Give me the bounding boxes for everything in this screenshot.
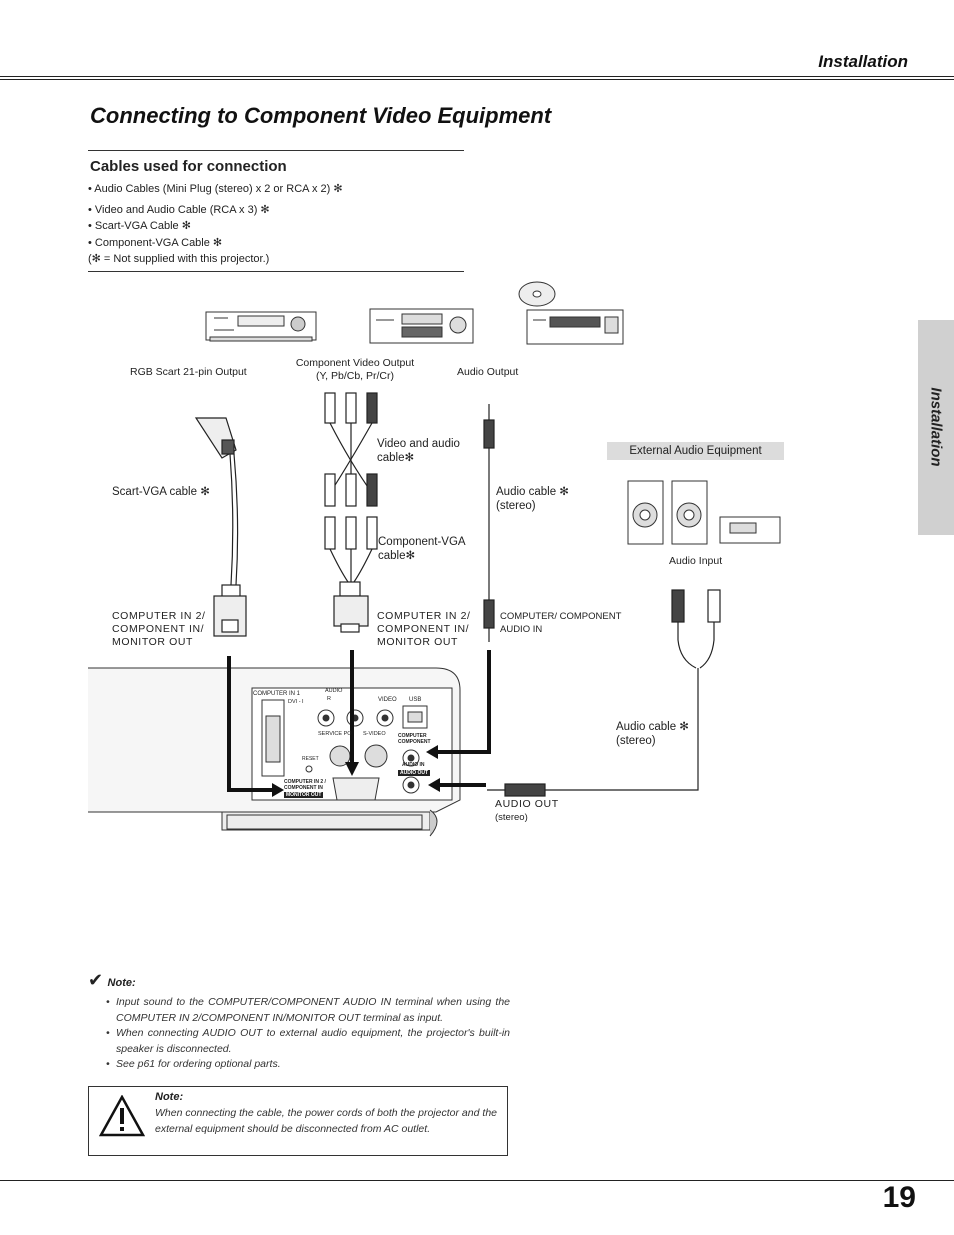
label-computer-in2-middle: COMPUTER IN 2/ COMPONENT IN/ MONITOR OUT [377, 610, 471, 649]
cable-footnote: (✻ = Not supplied with this projector.) [88, 253, 270, 265]
audio-player-illustration [518, 281, 624, 345]
connection-arrows [227, 650, 491, 792]
label-port-line: COMPUTER IN 2/ [112, 610, 206, 622]
note-header: ✔ Note: [88, 970, 510, 991]
warning-text: When connecting the cable, the power cor… [155, 1107, 497, 1135]
cables-box: Cables used for connection • Audio Cable… [88, 150, 464, 272]
panel-label-video: VIDEO [378, 697, 397, 703]
cable-item: • Scart-VGA Cable ✻ [88, 220, 191, 232]
panel-label-dvi: DVI - I [288, 699, 304, 705]
speaker-illustration [627, 480, 781, 545]
label-audio-cable-out: Audio cable ✻ (stereo) [616, 720, 689, 748]
section-title: Installation [818, 52, 908, 71]
cable-item: • Video and Audio Cable (RCA x 3) ✻ [88, 203, 270, 216]
panel-label-audio: AUDIO [325, 688, 343, 694]
panel-label-component: COMPONENT [398, 739, 431, 745]
label-audio-output: Audio Output [457, 366, 519, 378]
rca-audio-cable-illustration [487, 589, 721, 797]
label-video-audio-cable-line1: Video and audio [377, 438, 460, 450]
label-audio-cable-stereo: Audio cable ✻ (stereo) [496, 485, 569, 513]
audio-cable-illustration [483, 404, 495, 642]
external-audio-equipment-label: External Audio Equipment [607, 442, 784, 460]
page-title: Connecting to Component Video Equipment [90, 103, 552, 128]
label-audio-out-line2: (stereo) [495, 812, 528, 823]
label-component-output-line1: Component Video Output [295, 357, 415, 369]
label-video-audio-cable: Video and audio cable✻ [377, 437, 460, 465]
label-component-output-line2: (Y, Pb/Cb, Pr/Cr) [316, 370, 394, 382]
panel-label-computer-in1: COMPUTER IN 1 [253, 691, 301, 697]
label-computer-in2-left: COMPUTER IN 2/ COMPONENT IN/ MONITOR OUT [112, 610, 206, 649]
warning-icon [99, 1095, 145, 1137]
label-audio-cable-line1: Audio cable ✻ [496, 486, 569, 498]
page-number: 19 [882, 1181, 916, 1214]
label-audio-cable-out-line2: (stereo) [616, 735, 656, 747]
panel-label-monitor-out: MONITOR OUT [284, 792, 324, 798]
panel-label-s-video: S-VIDEO [363, 731, 386, 737]
panel-label-component-in: COMPONENT IN [284, 785, 323, 791]
note-item: See p61 for ordering optional parts. [88, 1057, 510, 1073]
panel-label-audio-in: AUDIO IN [402, 762, 425, 768]
label-audio-out-line1: AUDIO OUT [495, 798, 559, 810]
panel-label-audio-r: R [327, 696, 331, 702]
note-heading: Note: [107, 977, 136, 989]
panel-label-computer: COMPUTER [398, 733, 427, 739]
label-component-output: Component Video Output (Y, Pb/Cb, Pr/Cr) [292, 357, 418, 383]
label-component-vga-cable-line2: cable✻ [378, 550, 416, 562]
label-port-line: COMPONENT IN/ [112, 623, 205, 635]
panel-label-service-port: SERVICE PO [318, 731, 352, 737]
bottom-rule [0, 1180, 954, 1181]
label-port-line: MONITOR OUT [112, 636, 194, 648]
connection-diagram [88, 281, 781, 837]
label-port-line: AUDIO IN [500, 624, 543, 635]
label-rgb-scart-output: RGB Scart 21-pin Output [130, 366, 247, 378]
label-port-line: COMPUTER/ COMPONENT [500, 611, 622, 622]
warning-box: Note: When connecting the cable, the pow… [88, 1086, 508, 1156]
cable-item: • Component-VGA Cable ✻ [88, 236, 223, 249]
panel-label-audio-out: AUDIO OUT [398, 770, 431, 776]
label-audio-out: AUDIO OUT (stereo) [495, 798, 559, 824]
label-audio-cable-line2: (stereo) [496, 500, 536, 512]
label-audio-cable-out-line1: Audio cable ✻ [616, 721, 689, 733]
label-port-line: COMPUTER IN 2/ [377, 610, 471, 622]
top-rule [0, 76, 954, 77]
note-list: Input sound to the COMPUTER/COMPONENT AU… [88, 995, 510, 1073]
scart-cable-illustration [194, 417, 247, 637]
cable-item: • Audio Cables (Mini Plug (stereo) x 2 o… [88, 183, 343, 195]
note-block: ✔ Note: Input sound to the COMPUTER/COMP… [88, 970, 510, 1073]
label-component-vga-cable-line1: Component-VGA [378, 536, 466, 548]
cables-heading: Cables used for connection [90, 158, 287, 175]
side-tab: Installation [918, 320, 954, 535]
panel-label-computer-in2: COMPUTER IN 2 / [284, 779, 326, 785]
label-component-vga-cable: Component-VGA cable✻ [378, 535, 466, 563]
label-port-line: COMPONENT IN/ [377, 623, 470, 635]
note-item: When connecting AUDIO OUT to external au… [88, 1026, 510, 1057]
label-port-line: MONITOR OUT [377, 636, 459, 648]
label-audio-input: Audio Input [669, 555, 723, 567]
panel-label-usb: USB [409, 697, 422, 703]
vcr-device-illustration [205, 311, 317, 342]
label-scart-vga-cable: Scart-VGA cable ✻ [112, 486, 210, 498]
checkmark-icon: ✔ [88, 970, 104, 990]
top-rule-2 [0, 79, 954, 80]
label-computer-component-audio-in: COMPUTER/ COMPONENT AUDIO IN [500, 610, 621, 636]
arrow-heads [272, 745, 440, 797]
cables-list: • Audio Cables (Mini Plug (stereo) x 2 o… [88, 181, 343, 268]
component-player-illustration [369, 308, 474, 344]
note-item: Input sound to the COMPUTER/COMPONENT AU… [88, 995, 510, 1026]
label-video-audio-cable-line2: cable✻ [377, 452, 415, 464]
panel-label-reset: RESET [302, 756, 319, 762]
warning-heading: Note: [155, 1091, 184, 1103]
video-audio-cable-illustration [324, 392, 378, 633]
